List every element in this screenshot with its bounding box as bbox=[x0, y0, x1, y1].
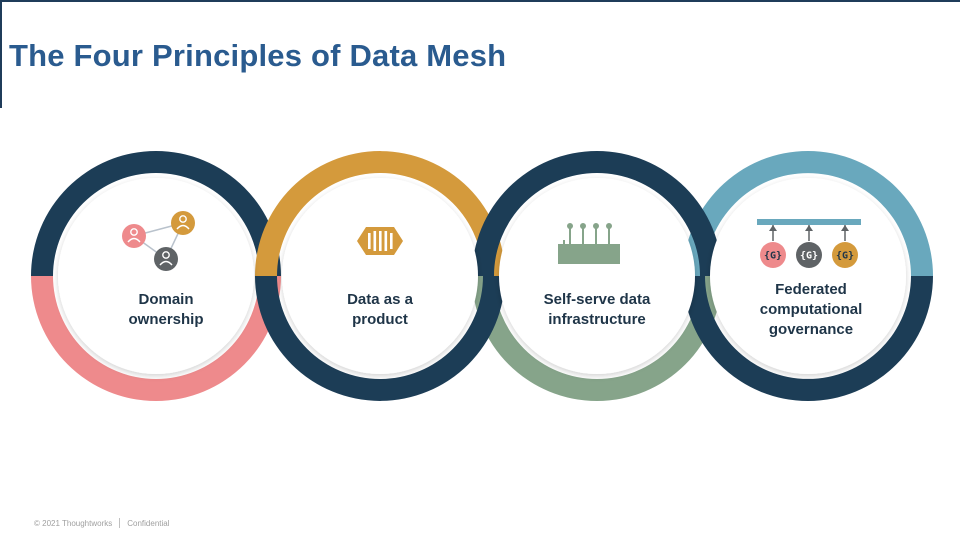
principle-2-label-line-1: Data as a bbox=[347, 291, 414, 308]
ring-1-top-band bbox=[31, 151, 281, 276]
principle-3-label-line-2: infrastructure bbox=[548, 311, 646, 328]
principle-2-label-line-2: product bbox=[352, 311, 408, 328]
principle-4-label-line-2: computational bbox=[760, 301, 863, 318]
ring-2-top-band bbox=[255, 151, 505, 276]
principle-4-disc bbox=[710, 178, 906, 374]
governance-badge-1 bbox=[760, 242, 786, 268]
slide-title: The Four Principles of Data Mesh bbox=[9, 38, 507, 73]
slide-frame-left bbox=[0, 0, 2, 108]
footer-classification: Confidential bbox=[127, 518, 170, 528]
footer-copyright: © 2021 Thoughtworks bbox=[34, 518, 113, 528]
ring-2-bottom-band bbox=[255, 276, 505, 401]
principle-4-label-line-1: Federated bbox=[775, 281, 847, 298]
governance-badge-3-label: {G} bbox=[836, 251, 854, 262]
principle-3-disc bbox=[499, 178, 695, 374]
principle-1-label-line-1: Domain bbox=[138, 291, 193, 308]
ring-3-bottom-band bbox=[472, 276, 722, 401]
principle-4-label-line-3: governance bbox=[769, 321, 853, 338]
ring-3-top-band bbox=[472, 151, 722, 276]
governance-badge-2-label: {G} bbox=[800, 251, 818, 262]
people-network-icon bbox=[122, 211, 195, 271]
governance-badge-1-label: {G} bbox=[764, 251, 782, 262]
governance-icon: {G} {G} {G} bbox=[757, 219, 861, 268]
slide-frame-top bbox=[0, 0, 960, 2]
principle-2-disc bbox=[282, 178, 478, 374]
principle-3-label-line-1: Self-serve data bbox=[544, 291, 651, 308]
governance-badge-2 bbox=[796, 242, 822, 268]
ring-bands bbox=[31, 151, 933, 401]
ring-4-bottom-band bbox=[683, 276, 933, 401]
platform-icon bbox=[558, 223, 620, 264]
data-product-icon bbox=[357, 227, 403, 255]
governance-badge-3 bbox=[832, 242, 858, 268]
slide-footer: © 2021 Thoughtworks Confidential bbox=[34, 518, 170, 528]
ring-1-bottom-band bbox=[31, 276, 281, 401]
principle-1-disc bbox=[58, 178, 254, 374]
footer-separator bbox=[119, 518, 121, 528]
ring-4-top-band bbox=[683, 151, 933, 276]
principle-1-label-line-2: ownership bbox=[128, 311, 203, 328]
